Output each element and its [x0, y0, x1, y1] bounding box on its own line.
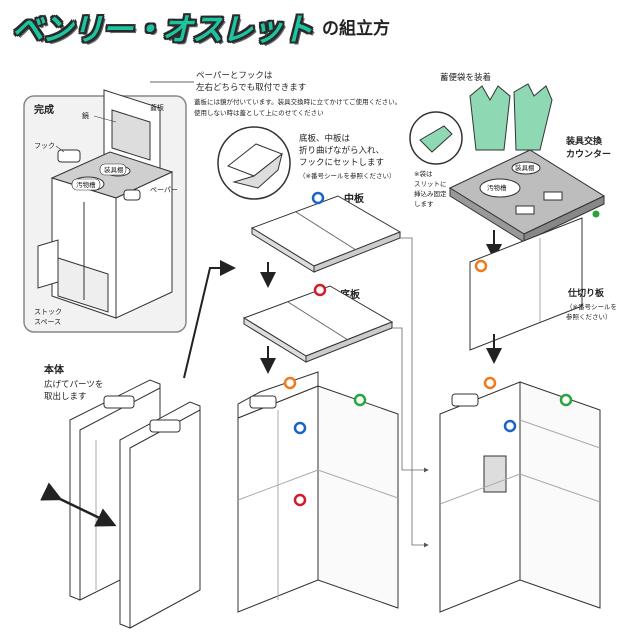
- board-fold-illustration: [217, 126, 291, 200]
- label-middle: 中板: [344, 192, 365, 205]
- counter-note: 装具交換 カウンター: [565, 135, 611, 160]
- counter-l1: 装具交換: [565, 135, 603, 147]
- marker-orange-center: [283, 376, 297, 390]
- bag-slit-note: ※袋は スリットに 挿込み固定 します: [414, 169, 447, 208]
- counter-equip-label: 装具棚: [515, 163, 535, 172]
- bag-slit-l4: します: [414, 200, 434, 208]
- note-paper-hook: ペーパーとフックは 左右どちらでも取付できます: [196, 71, 306, 93]
- label-stock-l1: ストック: [34, 308, 62, 316]
- label-hook: フック: [34, 142, 55, 150]
- note-paper-hook-l2: 左右どちらでも取付できます: [196, 82, 306, 93]
- note-board-small: （※番号シールを参照ください）: [299, 171, 395, 180]
- marker-orange-partition: [474, 259, 488, 273]
- marker-green-partition: [591, 209, 601, 219]
- partition-small-l2: 参照ください）: [566, 312, 612, 321]
- marker-green-center: [353, 393, 367, 407]
- note-lid-l1: 蓋板には鏡が付いています。装具交換時に立てかけてご使用ください。: [194, 97, 401, 106]
- label-stock: ストック スペース: [34, 308, 62, 326]
- partition-small-l1: （※番号シールを: [566, 303, 617, 311]
- marker-red-center: [293, 493, 307, 507]
- marker-blue-right: [503, 419, 517, 433]
- title-main: ベンリー・オスレット: [12, 11, 313, 48]
- body-desc: 広げてパーツを 取出します: [44, 379, 103, 402]
- body-flat: [69, 379, 201, 629]
- marker-blue-middle: [311, 191, 325, 205]
- label-waste: 汚物槽: [76, 180, 96, 189]
- note-paper-hook-l1: ペーパーとフックは: [196, 71, 273, 81]
- note-board-l2: 折り曲げながら入れ、: [299, 145, 384, 156]
- bottom-board: [242, 283, 394, 363]
- counter-l2: カウンター: [566, 148, 611, 160]
- note-bag: 蓄便袋を装着: [440, 72, 491, 83]
- partition-label: 仕切り板: [567, 287, 605, 299]
- body-right: [439, 376, 601, 613]
- label-lid: 蓋板: [150, 103, 164, 112]
- note-board-l1: 底板、中板は: [299, 133, 351, 144]
- bag-slit-l1: ※袋は: [414, 169, 433, 178]
- arrow-open-body: [40, 482, 117, 527]
- title-sub: の組立方: [322, 18, 390, 39]
- label-mirror: 鏡: [82, 111, 89, 120]
- hand-detail: [409, 111, 463, 165]
- partition-board: [469, 209, 601, 351]
- label-paper: ペーパー: [150, 186, 178, 194]
- marker-red-bottom: [313, 283, 327, 297]
- bag-slit-l3: 挿込み固定: [414, 189, 447, 198]
- marker-green-right: [559, 393, 573, 407]
- note-board-l3: フックにセットします: [299, 158, 384, 168]
- complete-heading: 完成: [34, 103, 54, 116]
- middle-board: [250, 191, 402, 273]
- label-stock-l2: スペース: [34, 318, 61, 326]
- marker-orange-right: [483, 376, 497, 390]
- note-board: 底板、中板は 折り曲げながら入れ、 フックにセットします: [299, 133, 384, 168]
- marker-blue-center: [293, 421, 307, 435]
- body-center: [237, 371, 399, 613]
- note-lid-l2: 使用しない時は蓋として上にのせてください: [194, 108, 324, 117]
- body-desc-l2: 取出します: [44, 391, 87, 402]
- bag-illustration: [469, 83, 553, 151]
- counter-board: [448, 149, 606, 243]
- body-desc-l1: 広げてパーツを: [44, 379, 103, 390]
- page-title: ベンリー・オスレット の組立方: [12, 6, 390, 48]
- label-body: 本体: [44, 363, 65, 376]
- partition-small-note: （※番号シールを 参照ください）: [566, 303, 617, 321]
- bag-slit-l2: スリットに: [414, 180, 447, 188]
- note-lid: 蓋板には鏡が付いています。装具交換時に立てかけてご使用ください。 使用しない時は…: [194, 97, 401, 117]
- label-equipment: 装具棚: [104, 165, 124, 174]
- counter-waste-label: 汚物槽: [487, 183, 507, 192]
- arrow-body-to-boards: [183, 260, 236, 379]
